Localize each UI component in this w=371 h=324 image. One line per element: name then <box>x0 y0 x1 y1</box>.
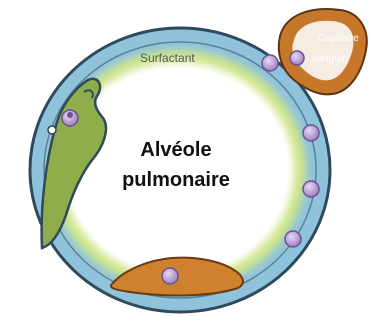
capillaire-label-line2: sanguin <box>312 53 347 64</box>
alveole-label-line1: Alvéole <box>140 139 211 161</box>
nucleus <box>303 125 319 141</box>
nucleus <box>262 55 278 71</box>
nucleus <box>67 112 73 118</box>
nucleus <box>162 268 178 284</box>
nucleus <box>303 181 319 197</box>
capillaire-label-line1: Capillaire <box>317 33 359 44</box>
nucleus <box>285 231 301 247</box>
nucleus <box>290 51 304 65</box>
alveole-label-line2: pulmonaire <box>122 169 230 191</box>
surfactant-label: Surfactant <box>140 51 195 65</box>
